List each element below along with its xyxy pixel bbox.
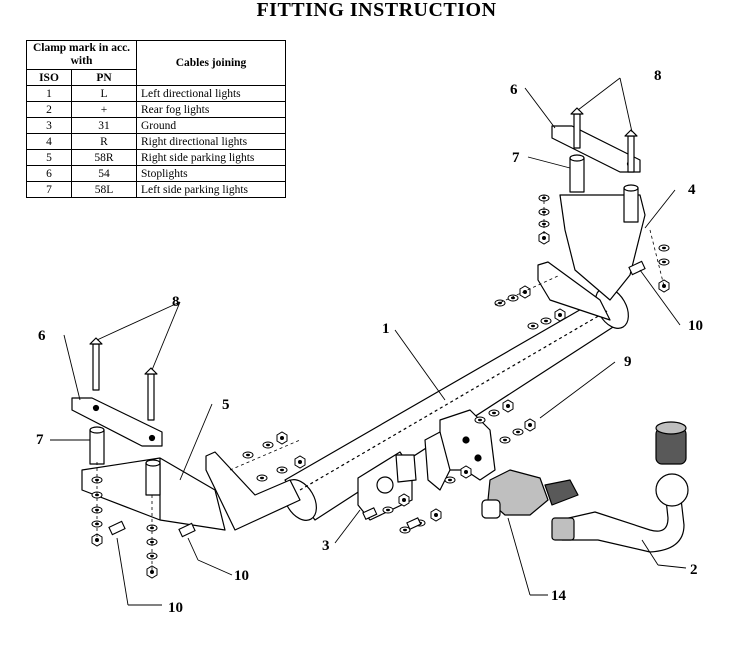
- electrical-socket: [481, 469, 579, 519]
- table-row: 2 + Rear fog lights: [26, 101, 286, 118]
- pn-header: PN: [71, 69, 137, 86]
- callout-2: 2: [690, 562, 698, 578]
- callout-7-right: 7: [512, 150, 520, 166]
- callout-3: 3: [322, 538, 330, 554]
- right-long-bolts: [570, 107, 638, 173]
- ball-mount-bracket: [424, 409, 496, 491]
- leader-lines: [50, 77, 687, 606]
- table-row: 4 R Right directional lights: [26, 133, 286, 150]
- assembly-guides: [96, 195, 665, 572]
- callout-1: 1: [382, 321, 390, 337]
- clamp-mark-header: Clamp mark in acc. with: [26, 40, 137, 70]
- callout-6-left: 6: [38, 328, 46, 344]
- short-bolts: [108, 260, 646, 538]
- table-row: 7 58L Left side parking lights: [26, 181, 286, 198]
- callout-5: 5: [222, 397, 230, 413]
- callout-4: 4: [688, 182, 696, 198]
- callout-7-left: 7: [36, 432, 44, 448]
- callout-14: 14: [551, 588, 567, 604]
- page-title: FITTING INSTRUCTION: [256, 0, 497, 21]
- callout-8-right: 8: [654, 68, 662, 84]
- left-long-bolts: [89, 337, 158, 421]
- callout-10-bottom-b: 10: [168, 600, 183, 616]
- right-spacer-tubes: [569, 154, 639, 223]
- pn-cell: 58R: [71, 149, 137, 166]
- table-row: 5 58R Right side parking lights: [26, 149, 286, 166]
- callout-9: 9: [624, 354, 632, 370]
- left-clamp-plate: [71, 397, 163, 447]
- left-spacer-tubes: [89, 426, 161, 496]
- right-clamp-plate: [551, 125, 641, 173]
- table-row: 3 31 Ground: [26, 117, 286, 134]
- main-crossbar: [283, 287, 629, 521]
- cable-cell: Right side parking lights: [136, 149, 286, 166]
- callout-10-bottom-a: 10: [234, 568, 249, 584]
- callout-6-right: 6: [510, 82, 518, 98]
- tow-ball-neck: [551, 421, 689, 553]
- cable-cell: Left side parking lights: [136, 181, 286, 198]
- callout-10-right: 10: [688, 318, 703, 334]
- left-side-bracket: [81, 451, 301, 531]
- callout-8-left: 8: [172, 294, 180, 310]
- cable-joining-table: Clamp mark in acc. with Cables joining I…: [26, 40, 286, 198]
